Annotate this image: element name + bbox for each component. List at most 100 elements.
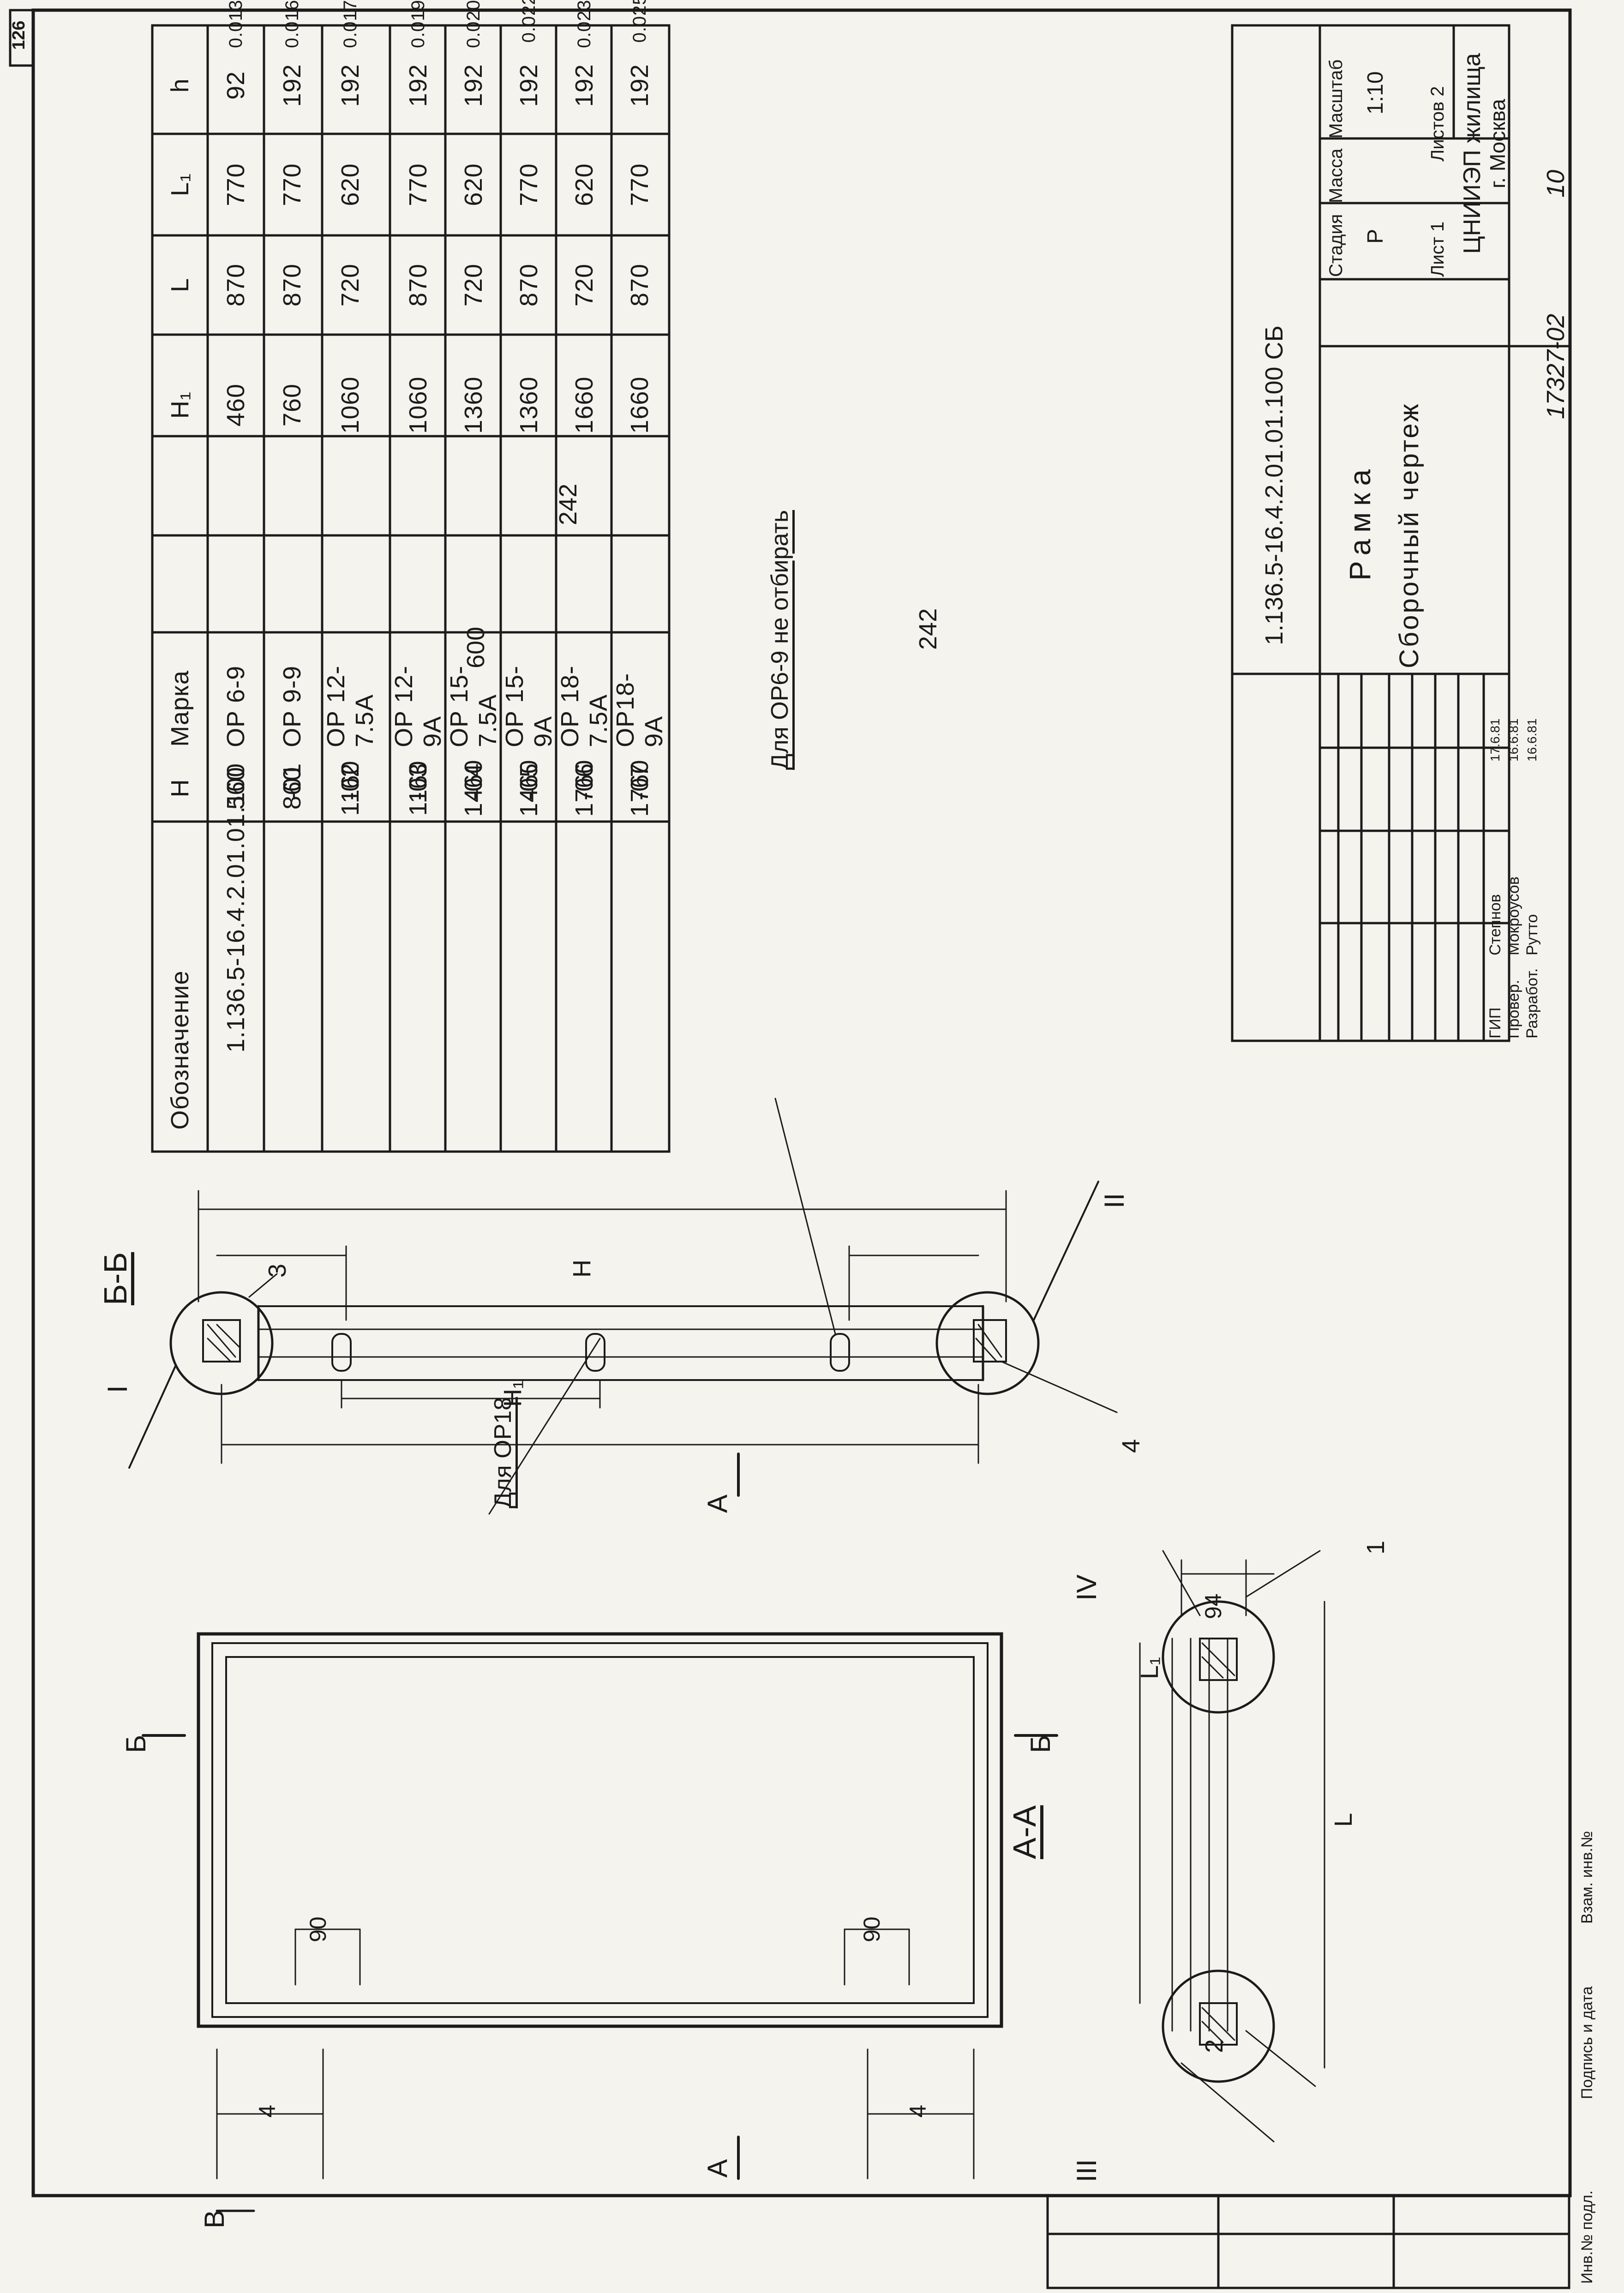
- tb-doc-type: Сборочный чертеж: [1394, 402, 1424, 668]
- spec-cell-r7-c1: ОР18-9А: [611, 672, 668, 747]
- spec-cell-r3-c6: 192: [404, 64, 432, 107]
- tb-sheets: Листов 2: [1427, 86, 1448, 162]
- label-section-bb: Б-Б: [97, 1252, 133, 1305]
- dim-l1: L₁: [1136, 1657, 1163, 1679]
- drawing-frame: [31, 8, 1572, 2197]
- frame-view-aa: [142, 1453, 1058, 2212]
- spec-cell-r6-c2: 1760: [570, 759, 598, 817]
- spec-cell-r1-c4: 870: [278, 263, 306, 307]
- tb-role-0-date: 17.6.81: [1488, 718, 1502, 762]
- dim-242-top: 242: [554, 483, 582, 525]
- side-stamp-2: Взам. инв.№: [1578, 1831, 1596, 1924]
- spec-cell-r6-c4: 720: [570, 263, 598, 307]
- spec-cell-r2-c3: 1060: [336, 376, 364, 434]
- spec-cell-r5-c1: ОР 15-9А: [501, 665, 557, 747]
- section-aa: [1139, 1550, 1325, 2143]
- cut-label-v: В: [199, 2209, 230, 2228]
- spec-cell-r0-c2: 560: [222, 766, 250, 810]
- dim-h: H: [568, 1260, 596, 1278]
- header-mark: Марка: [166, 670, 194, 747]
- cut-label-b-left: Б: [120, 1735, 151, 1753]
- title-block-grid: [1231, 24, 1570, 1042]
- spec-cell-r6-c1: ОР 18-7.5А: [556, 665, 612, 747]
- dim-4-left: 4: [254, 2105, 280, 2118]
- spec-cell-r2-c6: 192: [336, 64, 364, 107]
- spec-cell-r5-c2: 1460: [515, 759, 543, 817]
- tb-role-0: ГИП: [1486, 1007, 1504, 1038]
- callout-1: 1: [1362, 1540, 1390, 1555]
- side-stamp-0: Инв.№ подл.: [1578, 2190, 1596, 2284]
- spec-cell-r1-c6: 192: [278, 64, 306, 107]
- cut-label-b-right: Б: [1025, 1735, 1056, 1753]
- tb-role-1-date: 16.6.81: [1506, 718, 1521, 762]
- spec-cell-r0-c4: 870: [222, 263, 250, 307]
- tb-role-1: Провер.: [1504, 979, 1522, 1038]
- callout-iv: IV: [1071, 1574, 1102, 1601]
- spec-cell-r1-c3: 760: [278, 383, 306, 427]
- tb-role-1-name: Мокроусов: [1504, 876, 1522, 955]
- side-stamp-grid: [1046, 2194, 1570, 2289]
- header-h1: H₁: [166, 391, 194, 419]
- callout-ii: II: [1099, 1193, 1130, 1208]
- spec-cell-r7-c2: 1760: [626, 759, 653, 817]
- tb-sheet: Лист 1: [1427, 221, 1448, 277]
- archive-number: 17327-02: [1542, 313, 1570, 419]
- spec-cell-r4-c6: 192: [460, 64, 487, 107]
- spec-cell-r0-c5: 770: [222, 163, 250, 206]
- callout-2: 2: [1200, 2039, 1228, 2053]
- dim-4-right: 4: [905, 2105, 931, 2118]
- tb-org2: г. Москва: [1486, 99, 1510, 188]
- corner-sheet-number: 126: [9, 20, 29, 50]
- tb-org1: ЦНИИЭП жилища: [1459, 53, 1486, 254]
- tb-stage: Р: [1363, 228, 1388, 244]
- spec-cell-r7-c3: 1660: [626, 376, 653, 434]
- spec-cell-r3-c3: 1060: [404, 376, 432, 434]
- spec-cell-r0-c3: 460: [222, 383, 250, 427]
- spec-cell-r1-c7: 0.0162: [282, 0, 302, 48]
- tb-mass-h: Масса: [1325, 148, 1346, 203]
- tb-code: 1.136.5-16.4.2.01.01.100 СБ: [1260, 325, 1288, 645]
- spec-cell-r4-c3: 1360: [460, 376, 487, 434]
- spec-cell-r3-c4: 870: [404, 263, 432, 307]
- spec-cell-r5-c3: 1360: [515, 376, 543, 434]
- label-section-aa: А-А: [1007, 1805, 1043, 1859]
- side-stamp-1: Подпись и дата: [1578, 1986, 1596, 2099]
- header-l1: L₁: [166, 173, 194, 197]
- spec-cell-r2-c4: 720: [336, 263, 364, 307]
- tb-scale: 1:10: [1363, 71, 1388, 114]
- callout-4: 4: [1117, 1439, 1145, 1453]
- spec-cell-r4-c7: 0.0205: [463, 0, 484, 48]
- spec-cell-r6-c7: 0.0234: [574, 0, 594, 48]
- dim-242-bottom: 242: [914, 608, 942, 650]
- spec-cell-r4-c4: 720: [460, 263, 487, 307]
- spec-cell-r3-c1: ОР 12-9А: [390, 665, 446, 747]
- tb-role-2: Разработ.: [1523, 968, 1541, 1038]
- spec-cell-r7-c6: 192: [626, 64, 653, 107]
- spec-cell-r0-c7: 0.0135: [225, 0, 246, 48]
- header-l: L: [166, 277, 194, 293]
- dim-90-left: 90: [305, 1916, 331, 1942]
- cut-label-a-top: А: [702, 1494, 733, 1513]
- spec-cell-r6-c5: 620: [570, 163, 598, 206]
- spec-cell-r6-c3: 1660: [570, 376, 598, 434]
- spec-cell-r1-c2: 860: [278, 766, 306, 810]
- callout-iii: III: [1071, 2159, 1102, 2182]
- spec-cell-r2-c7: 0.0178: [340, 0, 360, 48]
- spec-cell-r7-c7: 0.025: [629, 0, 650, 43]
- spec-cell-r4-c5: 620: [460, 163, 487, 206]
- spec-cell-r2-c1: ОР 12-7.5А: [322, 665, 378, 747]
- spec-cell-r6-c6: 192: [570, 64, 598, 107]
- spec-cell-r0-c1: ОР 6-9: [222, 665, 250, 747]
- spec-cell-r2-c5: 620: [336, 163, 364, 206]
- spec-cell-r3-c5: 770: [404, 163, 432, 206]
- spec-cell-r1-c5: 770: [278, 163, 306, 206]
- spec-cell-r2-c2: 1160: [336, 760, 364, 816]
- section-bb: [128, 1098, 1118, 1515]
- spec-cell-r3-c7: 0.0192: [407, 0, 428, 48]
- tb-stage-h: Стадия: [1325, 214, 1346, 277]
- spec-cell-r1-c1: ОР 9-9: [278, 665, 306, 747]
- note-op18: Для ОР18: [490, 1397, 516, 1508]
